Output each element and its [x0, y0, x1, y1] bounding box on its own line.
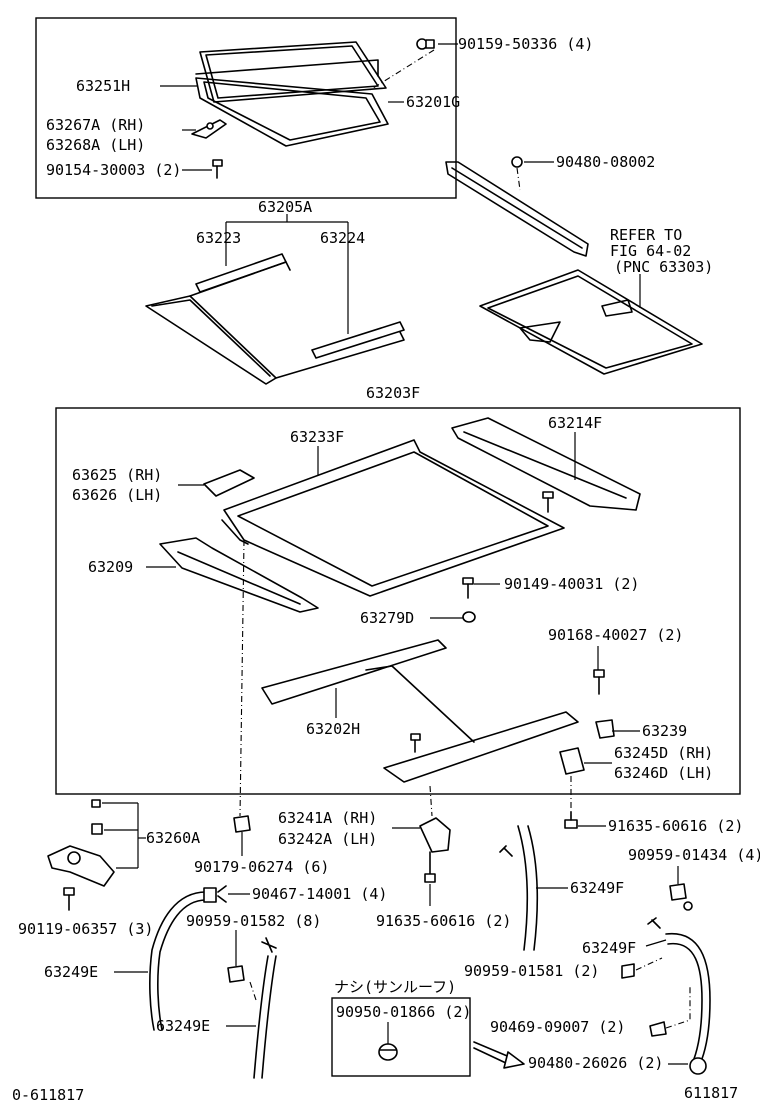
label-90467-14001: 90467-14001 (4) — [252, 885, 387, 903]
label-63249E-b: 63249E — [156, 1017, 210, 1035]
bolt-90159 — [416, 38, 435, 50]
bolt-90149-b — [462, 577, 474, 599]
label-63239: 63239 — [642, 722, 687, 740]
clip-90480-08002 — [511, 156, 523, 168]
diagram-id-left: 0-611817 — [12, 1086, 84, 1104]
label-91635-60616-a: 91635-60616 (2) — [376, 912, 511, 930]
hose-end-63249E-a — [203, 887, 217, 903]
label-63249F-b: 63249F — [582, 939, 636, 957]
label-90480-26026: 90480-26026 (2) — [528, 1054, 663, 1072]
label-90179-06274: 90179-06274 (6) — [194, 858, 329, 876]
glass-weatherstrip — [195, 77, 389, 147]
clip-90467 — [217, 885, 227, 903]
refer-fig-label: FIG 64-02 — [610, 242, 691, 260]
drain-hose-63249F-a — [517, 825, 529, 951]
drain-rail-63223 — [195, 253, 287, 293]
label-90469-09007: 90469-09007 (2) — [490, 1018, 625, 1036]
label-63201G: 63201G — [406, 93, 460, 111]
refer-pnc-label: (PNC 63303) — [614, 258, 713, 276]
bolt-lower — [410, 733, 421, 753]
glass-assembly-box — [35, 17, 457, 199]
lower-housing — [261, 639, 579, 783]
label-63203F: 63203F — [366, 384, 420, 402]
drain-hose-63249E-a — [149, 891, 207, 1031]
label-90119-06357: 90119-06357 (3) — [18, 920, 153, 938]
label-63625: 63625 (RH) — [72, 466, 162, 484]
label-90168-40027: 90168-40027 (2) — [548, 626, 683, 644]
label-90959-01434: 90959-01434 (4) — [628, 846, 760, 864]
label-63249F-a: 63249F — [570, 879, 624, 897]
drain-hose-63249E-b — [253, 955, 269, 1079]
clip-90959-01434 — [669, 883, 693, 911]
housing-assembly-box — [55, 407, 741, 795]
drain-rail-63224 — [311, 321, 405, 359]
label-63241A: 63241A (RH) — [278, 809, 377, 827]
label-91635-60616-b: 91635-60616 (2) — [608, 817, 743, 835]
grommet-90480-26026 — [689, 1057, 707, 1075]
label-90159-50336: 90159-50336 (4) — [458, 35, 593, 53]
sunshade-panel — [479, 269, 703, 375]
screw-90154 — [212, 159, 223, 179]
grommet-90179 — [233, 815, 251, 833]
clip-90469 — [649, 1021, 667, 1037]
bolt-91635-b — [564, 811, 578, 829]
label-63245D: 63245D (RH) — [614, 744, 713, 762]
label-63242A: 63242A (LH) — [278, 830, 377, 848]
label-63209: 63209 — [88, 558, 133, 576]
label-63246D: 63246D (LH) — [614, 764, 713, 782]
label-63249E-a: 63249E — [44, 963, 98, 981]
label-63214F: 63214F — [548, 414, 602, 432]
label-90149-40031: 90149-40031 (2) — [504, 575, 639, 593]
rear-crossmember — [159, 537, 319, 613]
clip-90959-01581 — [621, 963, 635, 979]
rear-drip-rail — [445, 161, 589, 257]
label-63224: 63224 — [320, 229, 365, 247]
housing-frame — [221, 439, 565, 597]
plug-90950 — [378, 1043, 398, 1061]
housing-bracket — [203, 469, 255, 497]
arrow-to-90480-26026 — [473, 1041, 525, 1069]
diagram-id-right: 611817 — [684, 1084, 738, 1102]
label-90959-01581: 90959-01581 (2) — [464, 962, 599, 980]
non-sunroof-box — [331, 997, 471, 1077]
clip-63239 — [595, 719, 615, 739]
refer-to-label: REFER TO — [610, 226, 682, 244]
label-63267A: 63267A (RH) — [46, 116, 145, 134]
bracket-63241A — [419, 817, 451, 883]
front-crossmember — [451, 417, 641, 511]
drive-motor — [47, 799, 115, 887]
label-63205A: 63205A — [258, 198, 312, 216]
nut-63279D — [462, 611, 476, 623]
bolt-90149 — [542, 491, 554, 513]
label-90959-01582: 90959-01582 (8) — [186, 912, 321, 930]
bolt-90119 — [63, 887, 75, 911]
label-63626: 63626 (LH) — [72, 486, 162, 504]
label-90950-01866: 90950-01866 (2) — [336, 1003, 471, 1021]
label-90480-08002: 90480-08002 — [556, 153, 655, 171]
label-63260A: 63260A — [146, 829, 200, 847]
label-63251H: 63251H — [76, 77, 130, 95]
label-63202H: 63202H — [306, 720, 360, 738]
label-63268A: 63268A (LH) — [46, 136, 145, 154]
drain-seal-frame — [145, 261, 405, 385]
label-63233F: 63233F — [290, 428, 344, 446]
bolt-90168 — [593, 669, 605, 695]
label-90154-30003: 90154-30003 (2) — [46, 161, 181, 179]
bracket-63245D — [559, 747, 585, 775]
label-nashi-sunroof: ナシ(サンルーフ) — [334, 978, 456, 996]
label-63223: 63223 — [196, 229, 241, 247]
label-63279D: 63279D — [360, 609, 414, 627]
drain-hose-63249F-b — [665, 932, 711, 1065]
clip-90959-01582 — [227, 965, 245, 983]
